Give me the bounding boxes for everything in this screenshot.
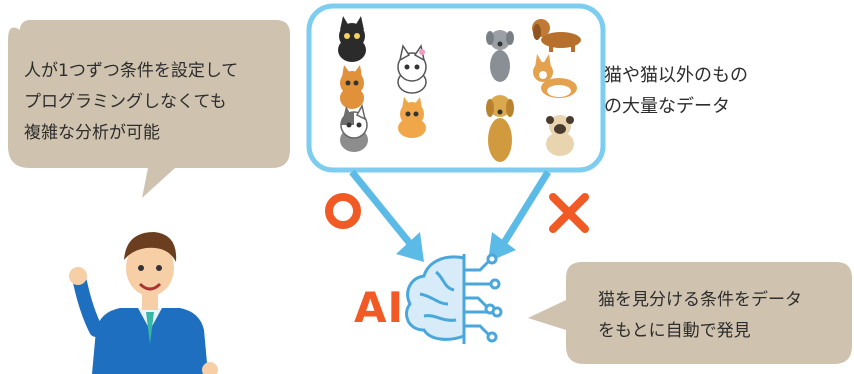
bubble-right-line-2: をもとに自動で発見 — [598, 321, 751, 341]
bubble-right-line-1: 猫を見分ける条件をデータ — [598, 290, 802, 310]
bubble-left-line-2: プログラミングしなくても — [24, 92, 227, 112]
cat-ginger-icon — [398, 97, 426, 138]
bubble-left-line-3: 複雑な分析が可能 — [24, 123, 160, 143]
bubble-left-line-1: 人が1つずつ条件を設定して — [24, 61, 239, 81]
cat-orange-icon — [340, 65, 364, 109]
dog-corgi-icon — [533, 54, 577, 98]
dog-schnauzer-icon — [486, 30, 514, 82]
dog-dachshund-icon — [532, 19, 581, 52]
data-label: 猫や猫以外のもの の大量なデータ — [604, 60, 748, 122]
dog-pug-icon — [546, 115, 574, 156]
arrow-dogs-to-ai — [488, 170, 551, 262]
bubble-left-text: 人が1つずつ条件を設定して プログラミングしなくても 複雑な分析が可能 — [24, 56, 238, 149]
cat-white-icon — [397, 44, 427, 94]
speech-bubble-right — [528, 262, 852, 364]
data-label-line-2: の大量なデータ — [604, 96, 730, 117]
dog-golden-retriever-icon — [486, 95, 514, 162]
data-frame — [306, 3, 606, 173]
circle-mark — [325, 193, 361, 229]
cat-black-icon — [338, 16, 366, 62]
ai-brain-icon — [405, 253, 503, 344]
data-label-line-1: 猫や猫以外のもの — [604, 65, 748, 86]
bubble-right-text: 猫を見分ける条件をデータ をもとに自動で発見 — [598, 285, 802, 347]
cross-mark — [549, 193, 589, 233]
cat-gray-white-icon — [340, 103, 368, 152]
businessman-icon — [69, 232, 218, 374]
speech-bubble-left — [8, 20, 290, 198]
arrow-cats-to-ai — [349, 169, 424, 262]
ai-label: AI — [354, 283, 405, 332]
